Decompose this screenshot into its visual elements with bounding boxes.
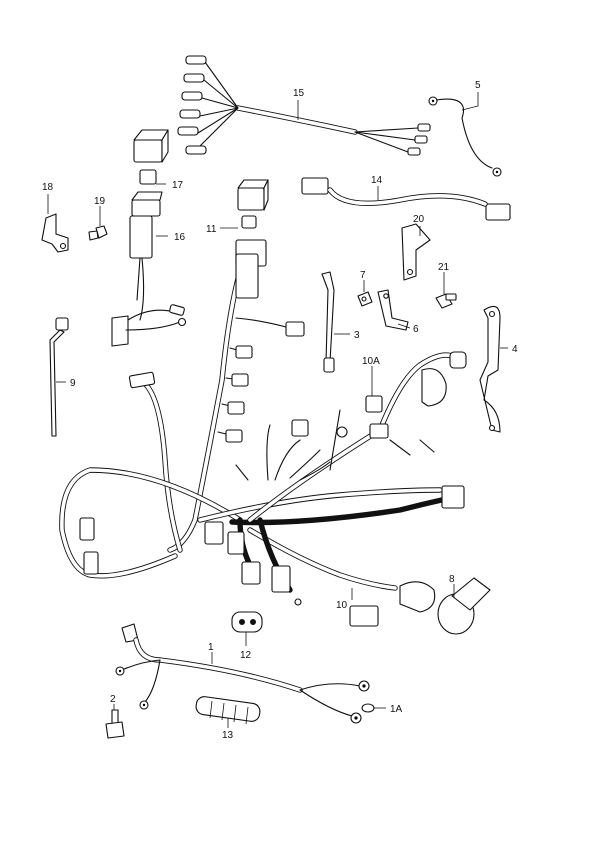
callout-11: 11 [206,224,217,235]
part-10-main-harness [59,239,467,627]
callout-10: 10 [336,600,348,611]
leader-lines [47,92,508,728]
callout-6: 6 [413,324,419,335]
part-8-switch [437,577,491,635]
callout-labels: 15 5 14 17 16 18 19 11 20 7 21 6 3 4 10A… [42,80,518,741]
part-9-band [49,317,69,437]
part-11-relay [237,179,269,229]
callout-12: 12 [240,650,252,661]
callout-17: 17 [172,180,184,191]
callout-9: 9 [70,378,76,389]
part-12-grommet [231,611,263,633]
part-5-ground-wire [428,96,502,177]
callout-19: 19 [94,196,106,207]
callout-14: 14 [371,175,383,186]
part-18-bracket [41,213,69,253]
part-6-bracket [377,289,409,331]
part-21-bolt [435,293,457,309]
callout-7: 7 [360,270,366,281]
callout-15: 15 [293,88,305,99]
callout-3: 3 [354,330,360,341]
callout-20: 20 [413,214,425,225]
callout-8: 8 [449,574,455,585]
part-13-tube [195,696,261,725]
callout-21: 21 [438,262,450,273]
callout-4: 4 [512,344,518,355]
callout-10a: 10A [362,356,380,367]
callout-16: 16 [174,232,186,243]
callout-2: 2 [110,694,116,705]
callout-13: 13 [222,730,234,741]
part-17-relay [133,129,169,185]
callout-5: 5 [475,80,481,91]
part-14-sub-harness [301,177,511,221]
callout-18: 18 [42,182,54,193]
part-1a-washer [361,703,375,713]
callout-1a: 1A [390,704,403,715]
part-15-lead-wire [177,55,431,156]
part-19-bolt [88,225,108,241]
callout-1: 1 [208,642,214,653]
part-4-strap [479,305,501,433]
part-7-bolt [357,291,373,307]
part-1-battery-cable [115,623,370,724]
part-2-bolt [105,709,125,739]
part-3-wire [321,271,335,373]
part-16-coupler [111,191,187,347]
part-10a-connector [365,395,383,413]
part-20-bracket [401,223,431,281]
